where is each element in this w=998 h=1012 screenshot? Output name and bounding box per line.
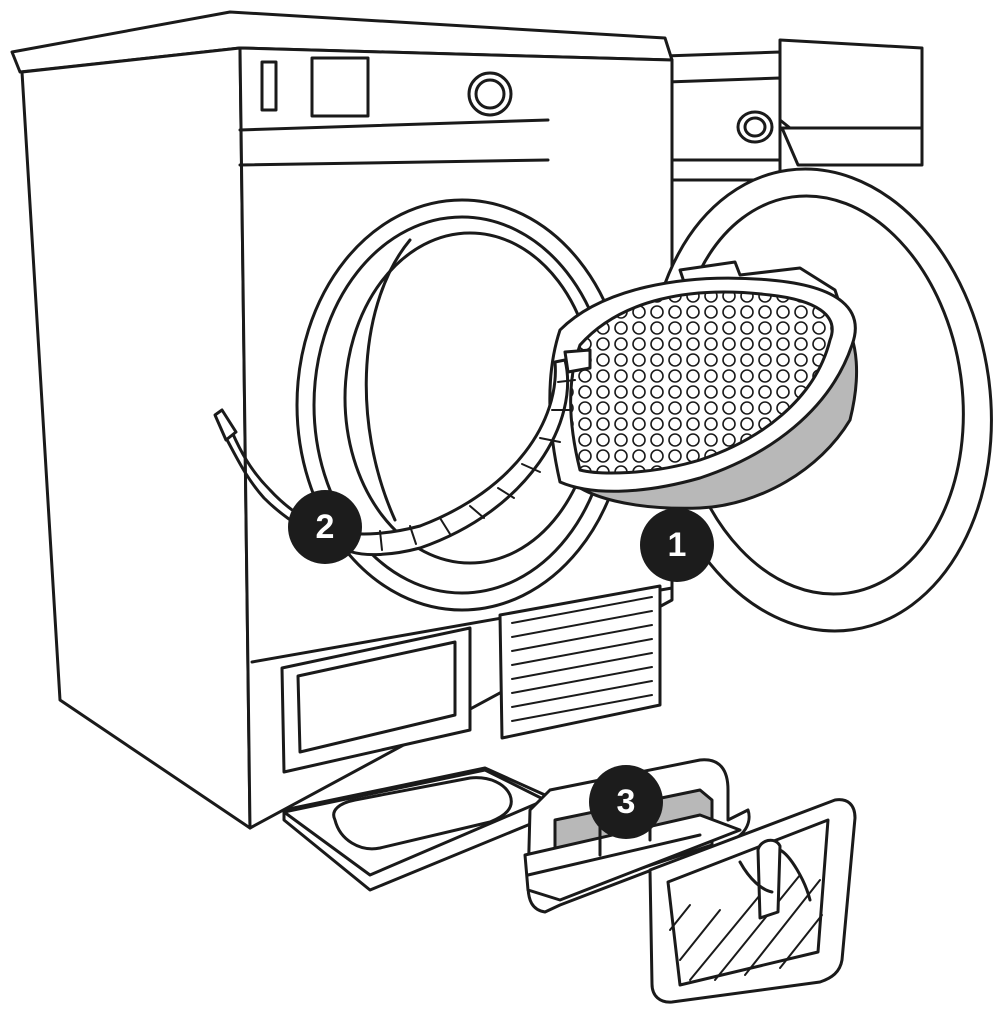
callout-label-1: 1 — [668, 526, 687, 564]
condenser-filter — [525, 760, 855, 1002]
callout-label-2: 2 — [316, 508, 335, 546]
indicator-slot — [262, 62, 276, 110]
callout-label-3: 3 — [617, 783, 636, 821]
display-panel — [312, 58, 368, 116]
callout-badge-3: 3 — [589, 765, 663, 839]
callout-badge-2: 2 — [288, 490, 362, 564]
callout-badge-1: 1 — [640, 508, 714, 582]
